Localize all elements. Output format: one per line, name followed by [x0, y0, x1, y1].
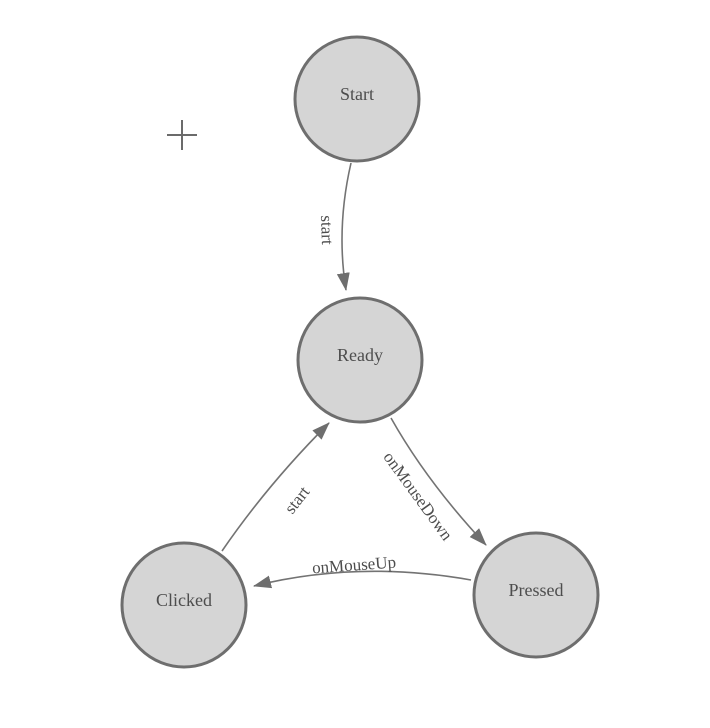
transition-ready-to-pressed-path[interactable]	[390, 417, 487, 546]
transition-pressed-to-clicked-path[interactable]	[253, 570, 472, 589]
transition-ready-to-pressed: onMouseDown	[380, 417, 487, 546]
state-node-pressed[interactable]: Pressed	[472, 531, 600, 659]
origin-crosshair-icon	[167, 120, 197, 150]
transition-start-to-ready: start	[317, 162, 352, 291]
state-node-clicked[interactable]: Clicked	[120, 541, 248, 669]
transition-clicked-to-ready: start	[221, 422, 330, 552]
state-node-clicked-circle[interactable]	[120, 541, 248, 669]
state-node-start[interactable]: Start	[293, 35, 421, 163]
transition-pressed-to-clicked-label: onMouseUp	[311, 553, 396, 578]
transition-pressed-to-clicked: onMouseUp	[253, 553, 472, 589]
transition-start-to-ready-path[interactable]	[336, 162, 352, 291]
state-node-start-circle[interactable]	[293, 35, 421, 163]
transition-start-to-ready-label: start	[317, 215, 337, 245]
state-node-pressed-circle[interactable]	[472, 531, 600, 659]
transition-clicked-to-ready-label: start	[281, 482, 314, 517]
transition-clicked-to-ready-path[interactable]	[221, 422, 330, 552]
state-node-ready[interactable]: Ready	[296, 296, 424, 424]
state-node-ready-circle[interactable]	[296, 296, 424, 424]
